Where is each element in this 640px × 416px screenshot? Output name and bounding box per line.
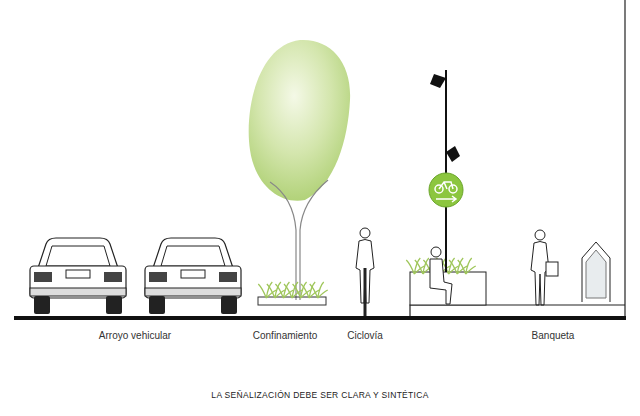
part-label: Ciclovía xyxy=(347,330,383,342)
caption: LA SEÑALIZACIÓN DEBE SER CLARA Y SINTÉTI… xyxy=(211,390,428,400)
tree-crown xyxy=(249,40,350,201)
shrubs xyxy=(258,282,327,298)
planter-strip xyxy=(258,297,326,305)
part-label: Confinamiento xyxy=(253,330,317,342)
lamp xyxy=(446,146,460,162)
lamp xyxy=(430,74,446,88)
part-label: Arroyo vehicular xyxy=(99,330,171,342)
building-wall xyxy=(624,0,625,318)
car-rear xyxy=(145,238,241,314)
seated-person xyxy=(430,247,452,304)
shopping-bag xyxy=(546,262,558,276)
car-rear xyxy=(30,238,126,314)
tree-trunk xyxy=(270,180,328,300)
bike-sign xyxy=(429,173,463,207)
sandwich-board xyxy=(582,242,610,302)
part-label: Banqueta xyxy=(532,330,575,342)
lamp-pole xyxy=(445,70,447,272)
ground-line xyxy=(14,316,626,320)
cyclist xyxy=(356,228,374,318)
